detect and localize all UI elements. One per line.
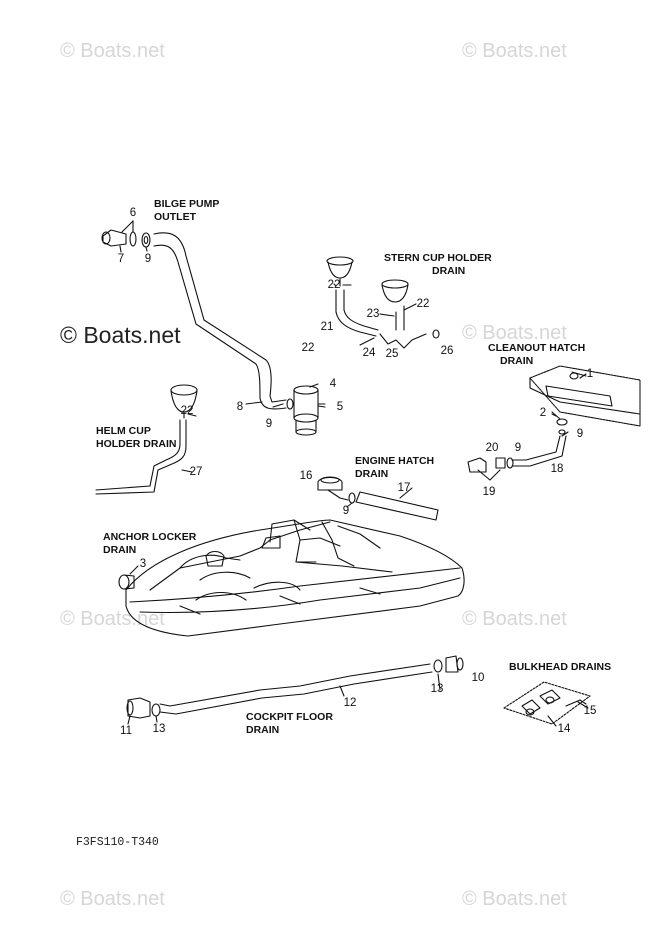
callout-24: 24 <box>362 347 376 359</box>
callout-13: 13 <box>430 683 444 695</box>
bilge-outlet-fitting <box>101 220 151 253</box>
callout-3: 3 <box>139 558 147 570</box>
label-cleanout-hatch-drain: CLEANOUT HATCH DRAIN <box>488 342 586 367</box>
callout-22: 22 <box>327 279 341 291</box>
callout-2: 2 <box>539 407 547 419</box>
watermark: © Boats.net <box>60 888 165 910</box>
boat-hull <box>125 519 465 637</box>
helm-cup-holder <box>95 384 198 495</box>
anchor-drain-fitting <box>118 565 139 590</box>
label-stern-cup-holder-drain: STERN CUP HOLDER DRAIN <box>384 252 492 277</box>
callout-27: 27 <box>189 466 203 478</box>
watermark: © Boats.net <box>462 888 567 910</box>
watermark: © Boats.net <box>462 40 567 62</box>
callout-13: 13 <box>152 723 166 735</box>
callout-26: 26 <box>440 345 454 357</box>
callout-9: 9 <box>265 418 273 430</box>
callout-9: 9 <box>342 505 350 517</box>
leader-lines <box>127 283 557 725</box>
bilge-pump <box>293 383 326 436</box>
callout-8: 8 <box>236 401 244 413</box>
callout-7: 7 <box>117 253 125 265</box>
label-cockpit-floor-drain: COCKPIT FLOOR DRAIN <box>246 711 333 736</box>
callout-23: 23 <box>366 308 380 320</box>
callout-18: 18 <box>550 463 564 475</box>
watermark-primary: © Boats.net <box>60 322 181 348</box>
label-engine-hatch-drain: ENGINE HATCH DRAIN <box>355 455 435 480</box>
diagram-code: F3FS110-T340 <box>76 836 159 849</box>
watermark: © Boats.net <box>462 322 567 344</box>
watermark: © Boats.net <box>60 40 165 62</box>
callout-20: 20 <box>485 442 499 454</box>
callout-9: 9 <box>576 428 584 440</box>
stern-drain-hose <box>335 284 440 349</box>
callout-6: 6 <box>129 207 137 219</box>
label-helm-cup-holder-drain: HELM CUP HOLDER DRAIN <box>96 425 177 450</box>
callout-12: 12 <box>343 697 357 709</box>
callout-9: 9 <box>144 253 152 265</box>
callout-22: 22 <box>301 342 315 354</box>
engine-hatch-drain <box>317 476 439 521</box>
callout-19: 19 <box>482 486 496 498</box>
label-bulkhead-drains: BULKHEAD DRAINS <box>509 661 612 673</box>
callout-15: 15 <box>583 705 597 717</box>
callout-25: 25 <box>385 348 399 360</box>
watermark: © Boats.net <box>60 608 165 630</box>
bulkhead-drains <box>503 681 591 727</box>
callout-11: 11 <box>120 725 132 737</box>
callout-1: 1 <box>586 368 594 380</box>
bilge-hose <box>153 232 294 410</box>
callout-21: 21 <box>320 321 334 333</box>
label-anchor-locker-drain: ANCHOR LOCKER DRAIN <box>103 531 197 556</box>
label-bilge-pump-outlet: BILGE PUMP OUTLET <box>154 198 220 223</box>
callout-16: 16 <box>299 470 313 482</box>
callout-4: 4 <box>329 378 337 390</box>
callout-22: 22 <box>416 298 430 310</box>
callout-22: 22 <box>180 405 194 417</box>
cleanout-hatch <box>467 365 641 481</box>
callout-10: 10 <box>471 672 485 684</box>
stern-cup-holder <box>326 256 409 303</box>
cockpit-floor-hose <box>126 655 464 719</box>
callout-17: 17 <box>397 482 411 494</box>
callout-9: 9 <box>514 442 522 454</box>
callout-14: 14 <box>557 723 571 735</box>
watermark: © Boats.net <box>462 608 567 630</box>
callout-5: 5 <box>336 401 344 413</box>
